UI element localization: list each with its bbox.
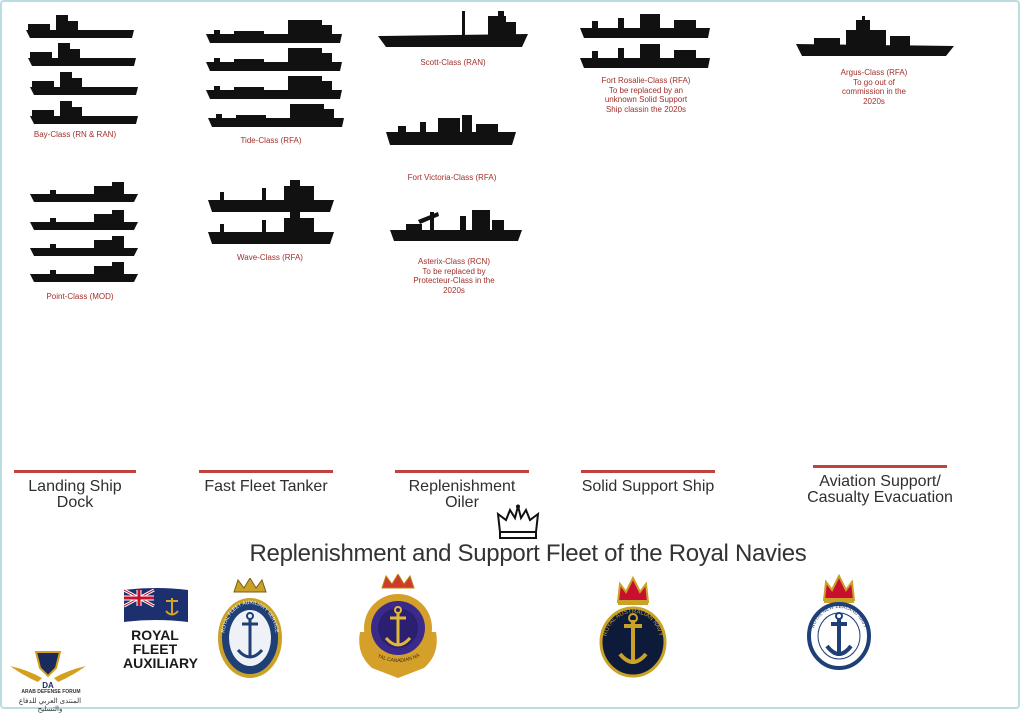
rfa-service-badge-icon: ROYAL FLEET AUXILIARY SERVICE xyxy=(218,578,282,678)
wave-class-silhouettes xyxy=(208,180,334,244)
page-title: Replenishment and Support Fleet of the R… xyxy=(249,540,807,567)
ran-badge-icon: ROYAL AUSTRALIAN NAVY xyxy=(599,575,667,678)
category-landing-ship-dock: Landing Ship Dock xyxy=(10,470,140,511)
fort-victoria-class-silhouette xyxy=(386,115,516,145)
fort-rosalie-class-silhouettes xyxy=(580,14,710,68)
bay-class-caption: Bay-Class (RN & RAN) xyxy=(33,130,117,139)
point-class-caption: Point-Class (MOD) xyxy=(46,292,114,301)
category-bar xyxy=(395,470,529,473)
rfa-ensign-flag-icon xyxy=(123,588,188,622)
point-class-silhouettes xyxy=(30,182,138,282)
svg-text:DA: DA xyxy=(42,681,54,690)
tide-class-caption: Tide-Class (RFA) xyxy=(240,136,302,145)
wave-class-caption: Wave-Class (RFA) xyxy=(237,253,303,262)
category-label: Fast Fleet Tanker xyxy=(204,478,328,495)
scott-class-silhouette xyxy=(378,11,528,47)
watermark-arabic-text: المنتدى العربي للدفاع والتسليح xyxy=(18,698,82,713)
scott-class-caption: Scott-Class (RAN) xyxy=(420,58,486,67)
category-label: Solid Support Ship xyxy=(581,478,715,495)
category-label-line-1: Aviation Support/ xyxy=(819,473,941,490)
rcn-badge-icon: ROYAL CANADIAN NAVY xyxy=(352,574,437,678)
category-label-line-2: Casualty Evacuation xyxy=(807,489,953,506)
argus-class-silhouette xyxy=(796,16,954,56)
category-label: Replenishment Oiler xyxy=(408,478,516,511)
watermark-english-text: ARAB DEFENSE FORUM xyxy=(21,689,81,695)
rnzn-badge-icon: ROYAL NEW ZEALAND NAVY xyxy=(807,574,871,670)
crown-icon xyxy=(496,504,540,539)
category-fast-fleet-tanker: Fast Fleet Tanker xyxy=(196,470,336,495)
asterix-class-silhouette xyxy=(390,210,522,241)
bay-class-silhouettes xyxy=(26,15,138,124)
category-label: Landing Ship Dock xyxy=(28,478,122,511)
category-aviation-support: Aviation Support/ Casualty Evacuation xyxy=(800,465,960,506)
category-bar xyxy=(813,465,947,468)
category-solid-support-ship: Solid Support Ship xyxy=(578,470,718,495)
category-bar xyxy=(199,470,333,473)
arab-defense-forum-logo-icon: DA xyxy=(10,651,86,690)
category-bar xyxy=(14,470,136,473)
category-bar xyxy=(581,470,715,473)
fort-victoria-class-caption: Fort Victoria-Class (RFA) xyxy=(407,173,497,182)
tide-class-silhouettes xyxy=(206,20,344,127)
fort-rosalie-class-caption: Fort Rosalie-Class (RFA)To be replaced b… xyxy=(601,76,691,114)
category-replenishment-oiler: Replenishment Oiler xyxy=(390,470,534,511)
